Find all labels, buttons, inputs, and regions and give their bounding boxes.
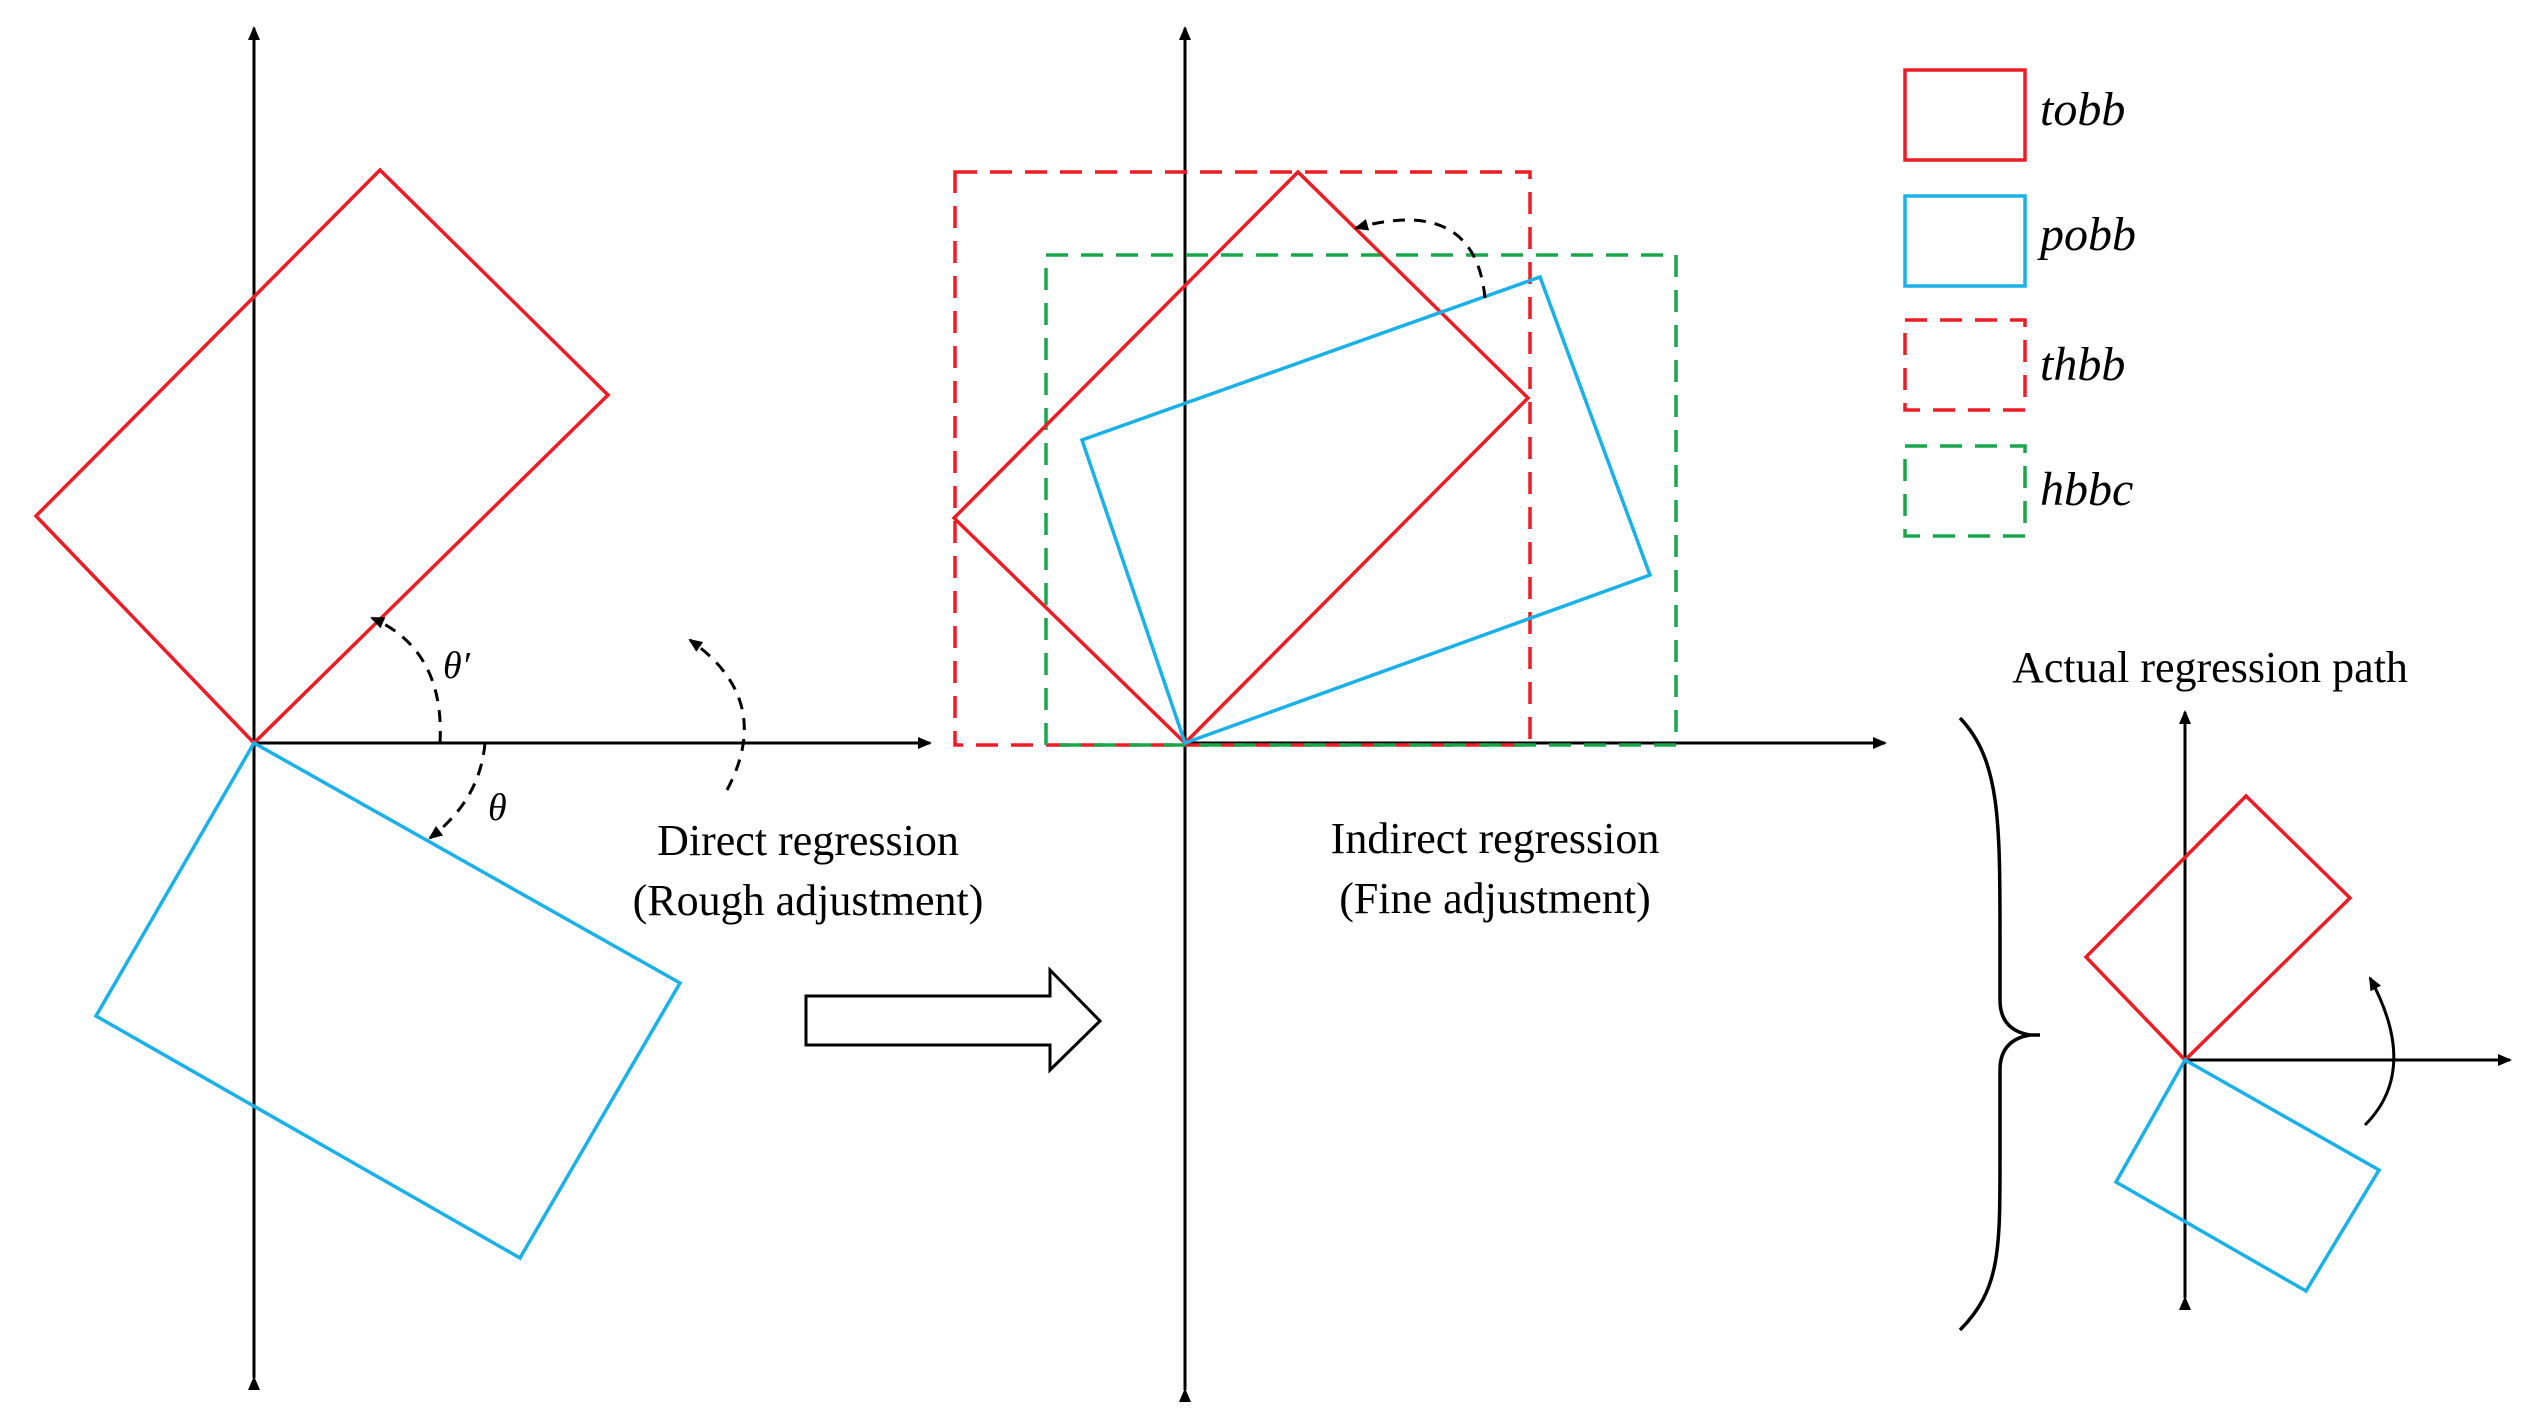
- left-tobb-box: [33, 167, 611, 746]
- curly-brace: [1958, 716, 2040, 1332]
- direct-regression-label: Direct regression: [657, 816, 959, 865]
- indirect-regression-label: Indirect regression: [1331, 814, 1660, 863]
- indirect-regression-arc-arrow: [1354, 218, 1487, 299]
- left-pobb-box: [93, 740, 683, 1261]
- theta-label: θ: [488, 787, 507, 829]
- transition-arrow: [804, 966, 1103, 1074]
- actual-regression-path-label: Actual regression path: [2012, 643, 2408, 692]
- rough-adjustment-label: (Rough adjustment): [633, 876, 984, 925]
- theta-prime-label: θ′: [443, 645, 471, 687]
- right-rotation-arrow: [2363, 976, 2396, 1127]
- left-panel: θ′ θ Direct regression (Rough adjustment…: [33, 26, 984, 1390]
- hbbc-box: [1044, 253, 1678, 747]
- legend: tobb pobb thbb hbbc: [1903, 68, 2136, 538]
- legend-hbbc-label: hbbc: [2040, 463, 2133, 516]
- legend-pobb-label: pobb: [2037, 208, 2136, 261]
- middle-pobb-box: [1079, 274, 1653, 746]
- middle-tobb-box: [951, 169, 1531, 746]
- legend-tobb-swatch: [1903, 68, 2027, 162]
- fine-adjustment-label: (Fine adjustment): [1339, 874, 1651, 923]
- right-panel: Actual regression path: [1958, 643, 2512, 1332]
- legend-tobb-label: tobb: [2040, 83, 2125, 136]
- legend-thbb-swatch: [1903, 318, 2027, 412]
- thbb-box: [953, 170, 1532, 747]
- legend-pobb-swatch: [1903, 194, 2027, 288]
- legend-thbb-label: thbb: [2040, 338, 2125, 391]
- direct-regression-arc-arrow: [688, 638, 746, 791]
- theta-prime-arc-arrow: [370, 616, 442, 744]
- theta-arc-arrow: [428, 742, 487, 840]
- right-tobb-box: [2083, 793, 2353, 1063]
- legend-hbbc-swatch: [1903, 444, 2027, 538]
- middle-panel: Indirect regression (Fine adjustment): [951, 26, 1887, 1402]
- right-pobb-box: [2113, 1057, 2382, 1294]
